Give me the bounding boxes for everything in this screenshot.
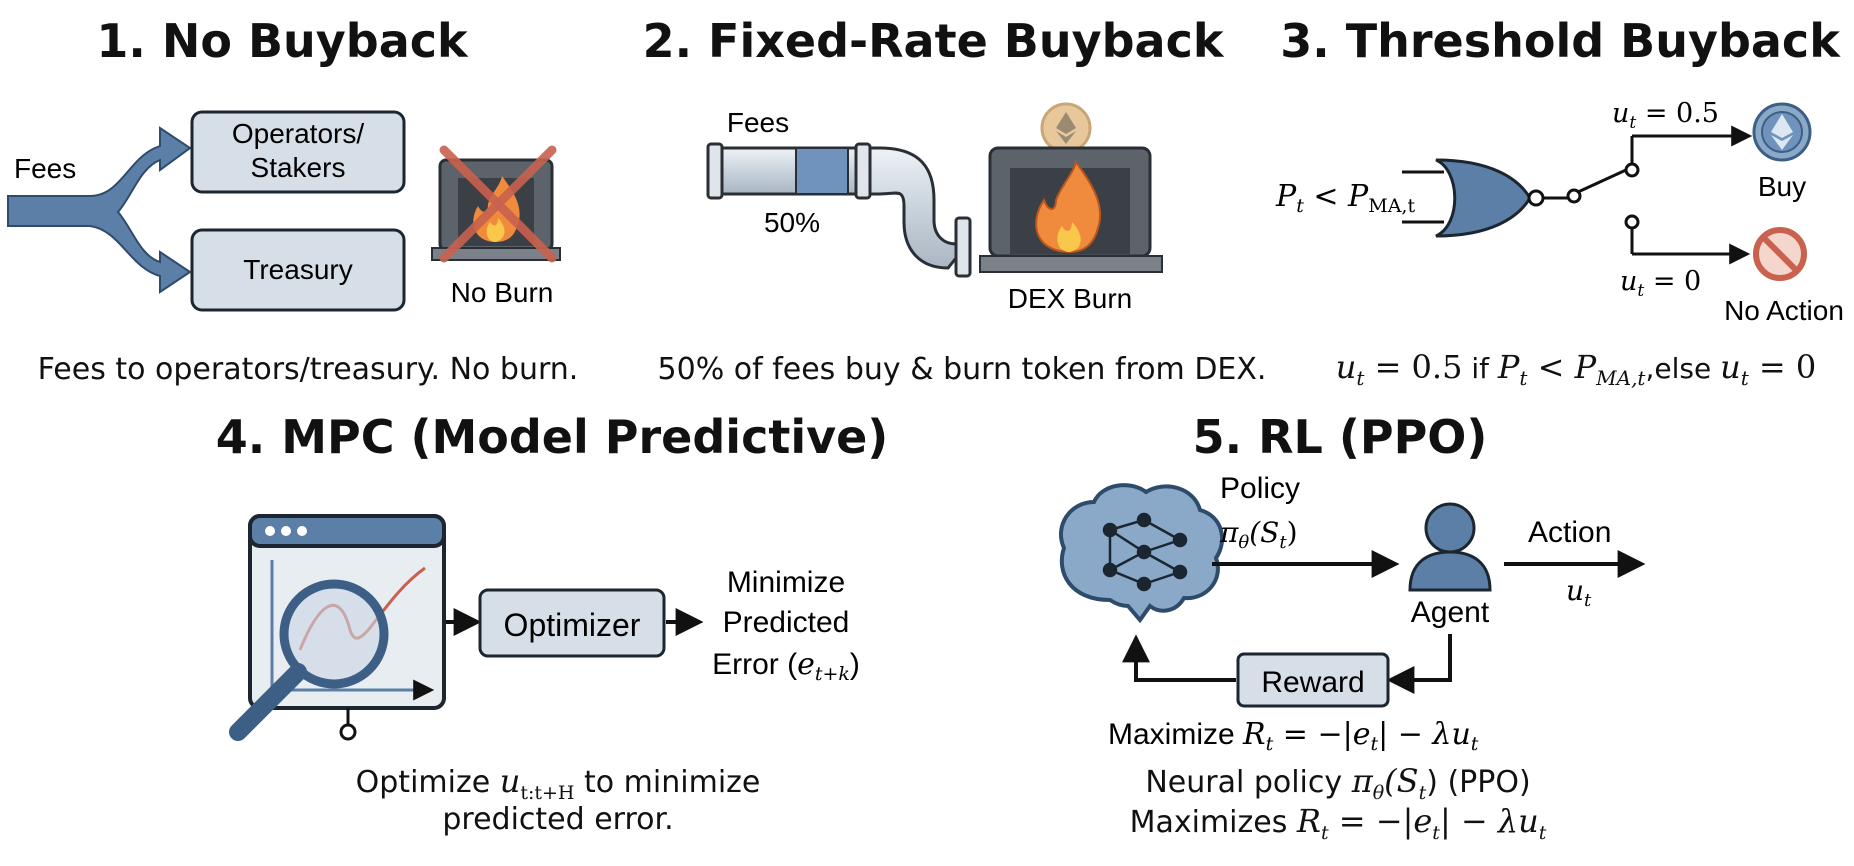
operators-box <box>190 110 406 194</box>
ethereum-coin-icon <box>1752 102 1812 162</box>
panel-5-title: 5. RL (PPO) <box>1192 410 1488 464</box>
optimizer-box <box>478 588 666 658</box>
panel-1-title: 1. No Buyback <box>96 14 468 68</box>
maximize-formula: Maximize Rt = −|et| − λut <box>1108 717 1479 755</box>
panel-2-caption: 50% of fees buy & burn token from DEX. <box>657 352 1267 387</box>
pipe-icon <box>706 142 972 278</box>
logic-gate-icon <box>1402 125 1753 265</box>
agent-label: Agent <box>1411 596 1490 629</box>
panel-no-buyback: Fees Operators/ Stakers Treasury No Burn <box>7 110 561 312</box>
threshold-condition: Pt < PMA,t <box>1275 179 1415 217</box>
policy-label: Policy <box>1220 472 1300 505</box>
panel-2-title: 2. Fixed-Rate Buyback <box>642 14 1224 68</box>
agent-icon <box>1408 502 1492 592</box>
panel-5-caption-line2: Maximizes Rt = −|et| − λut <box>1129 802 1547 844</box>
prohibited-icon <box>1753 227 1807 281</box>
upper-branch-label: ut = 0.5 <box>1612 98 1719 133</box>
operators-label-line1: Operators/ <box>232 118 364 149</box>
fees-label: Fees <box>14 153 76 184</box>
panel-threshold: Pt < PMA,t ut = 0.5 ut = 0 <box>1275 98 1844 326</box>
panel-3-title: 3. Threshold Buyback <box>1280 14 1840 68</box>
panel-4-caption-line2: predicted error. <box>442 802 674 837</box>
lower-branch-label: ut = 0 <box>1620 266 1701 301</box>
dex-furnace-icon <box>979 102 1163 273</box>
panel-fixed-rate: Fees 50% DEX Burn <box>706 102 1163 314</box>
panel-5-caption-line1: Neural policy πθ(St) (PPO) <box>1145 762 1531 804</box>
action-label: Action <box>1528 516 1611 549</box>
crossed-furnace-icon <box>431 145 561 263</box>
brain-network-icon <box>1058 483 1225 624</box>
treasury-label: Treasury <box>243 254 352 285</box>
rate-label: 50% <box>764 207 820 238</box>
minimize-line1: Minimize <box>727 566 845 599</box>
minimize-line2: Predicted <box>723 606 850 639</box>
panel-rl: Policy πθ(St) Agent Action ut Reward Max… <box>1058 472 1646 755</box>
optimizer-label: Optimizer <box>504 607 641 643</box>
action-var: ut <box>1566 574 1592 611</box>
dex-burn-label: DEX Burn <box>1008 283 1133 314</box>
panel-mpc: Optimizer Minimize Predicted Error (et+k… <box>229 514 860 741</box>
treasury-box <box>190 228 406 312</box>
reward-box <box>1236 652 1390 708</box>
no-action-label: No Action <box>1724 295 1844 326</box>
no-burn-label: No Burn <box>451 277 554 308</box>
minimize-line3: Error (et+k) <box>712 647 860 685</box>
panel-3-caption: ut = 0.5 if Pt < PMA,t,else ut = 0 <box>1335 348 1817 390</box>
browser-chart-icon <box>229 514 446 741</box>
fees-label-2: Fees <box>727 107 789 138</box>
policy-formula: πθ(St) <box>1219 516 1298 553</box>
panel-4-caption-line1: Optimize ut:t+H to minimize <box>355 762 761 804</box>
buy-label: Buy <box>1758 171 1806 202</box>
operators-label-line2: Stakers <box>251 152 346 183</box>
fees-split-arrow <box>7 126 192 294</box>
reward-label: Reward <box>1261 666 1364 699</box>
panel-4-title: 4. MPC (Model Predictive) <box>215 410 889 464</box>
panel-1-caption: Fees to operators/treasury. No burn. <box>37 352 579 387</box>
